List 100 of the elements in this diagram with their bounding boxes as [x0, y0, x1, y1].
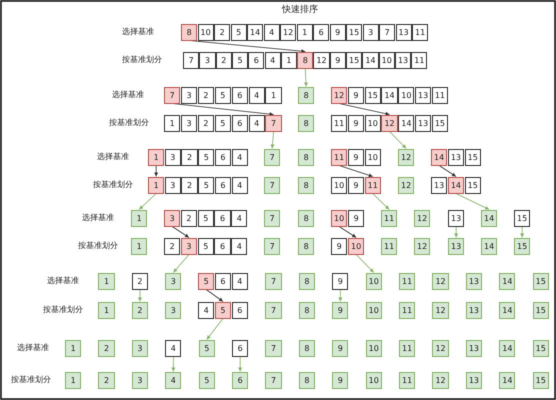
placed-number-box: 2: [98, 340, 115, 356]
placed-number-box: 7: [264, 148, 280, 166]
number-box: 11: [432, 86, 448, 104]
number-box: 10: [364, 148, 381, 166]
number-box: 2: [181, 176, 198, 194]
number-box: 4: [231, 210, 248, 226]
number-box: 9: [348, 176, 364, 194]
number-box: 9: [330, 24, 346, 40]
row-label: 按基准划分: [109, 118, 149, 128]
placed-number-box: 12: [398, 176, 414, 194]
pivot-box: 5: [198, 272, 214, 290]
arrow: [206, 289, 224, 302]
placed-number-box: 10: [366, 340, 382, 356]
number-box: 3: [362, 24, 379, 40]
row-label: 按基准划分: [122, 55, 162, 65]
number-box: 2: [216, 52, 232, 68]
placed-number-box: 8: [298, 340, 316, 356]
arrow: [438, 165, 456, 177]
placed-number-box: 8: [298, 86, 314, 104]
number-box: 14: [362, 52, 379, 68]
number-box: 10: [378, 52, 395, 68]
number-box: 1: [164, 114, 180, 132]
placed-number-box: 15: [532, 272, 549, 290]
number-box: 6: [214, 238, 231, 254]
placed-number-box: 2: [132, 302, 148, 318]
placed-number-box: 7: [264, 176, 280, 194]
number-box: 15: [346, 24, 362, 40]
pivot-box: 8: [297, 52, 314, 68]
number-box: 4: [248, 114, 265, 132]
number-box: 2: [198, 86, 214, 104]
placed-number-box: 7: [265, 272, 282, 290]
arrow: [520, 226, 524, 238]
placed-number-box: 5: [198, 340, 215, 356]
placed-number-box: 12: [414, 210, 430, 226]
number-box: 9: [348, 86, 364, 104]
placed-number-box: 7: [264, 210, 280, 226]
placed-number-box: 2: [98, 372, 115, 388]
row-label: 选择基准: [97, 152, 129, 162]
number-box: 1: [296, 24, 313, 40]
number-box: 9: [348, 210, 364, 226]
number-box: 13: [394, 52, 412, 68]
pivot-box: 10: [331, 210, 348, 226]
number-box: 10: [331, 176, 348, 194]
placed-number-box: 7: [265, 302, 282, 318]
number-box: 4: [232, 148, 248, 166]
placed-number-box: 13: [466, 372, 482, 388]
number-box: 15: [432, 114, 448, 132]
number-box: 3: [164, 148, 181, 166]
row-label: 按基准划分: [78, 241, 118, 251]
placed-number-box: 15: [514, 238, 530, 254]
number-box: 7: [379, 24, 396, 40]
number-box: 4: [198, 302, 214, 318]
number-box: 11: [412, 24, 428, 40]
title: 快速排序: [282, 5, 318, 15]
number-box: 15: [464, 148, 481, 166]
pivot-box: 1: [148, 148, 164, 166]
number-box: 4: [264, 24, 280, 40]
placed-number-box: 6: [232, 372, 248, 388]
number-box: 2: [198, 114, 214, 132]
placed-number-box: 9: [332, 340, 348, 356]
placed-number-box: 14: [499, 272, 516, 290]
placed-number-box: 1: [65, 372, 82, 388]
number-box: 11: [331, 114, 348, 132]
placed-number-box: 8: [298, 302, 316, 318]
row-label: 选择基准: [82, 213, 114, 223]
placed-number-box: 12: [432, 340, 449, 356]
placed-number-box: 10: [366, 372, 382, 388]
arrow: [338, 165, 374, 178]
arrow: [356, 254, 374, 273]
arrow: [389, 131, 407, 149]
placed-number-box: 1: [131, 238, 148, 254]
placed-number-box: 11: [399, 302, 416, 318]
number-box: 9: [330, 52, 346, 68]
placed-number-box: 8: [298, 210, 314, 226]
number-box: 5: [214, 86, 231, 104]
placed-number-box: 8: [298, 372, 316, 388]
row-label: 选择基准: [112, 90, 144, 100]
arrow: [238, 356, 242, 372]
number-box: 9: [332, 272, 348, 290]
arrow: [338, 103, 390, 116]
number-box: 6: [232, 340, 248, 356]
number-box: 5: [198, 238, 214, 254]
number-box: 4: [264, 52, 281, 68]
pivot-box: 10: [348, 238, 364, 254]
pivot-box: 1: [148, 176, 164, 194]
pivot-box: 12: [331, 86, 348, 104]
arrow: [171, 356, 176, 372]
row-label: 选择基准: [122, 27, 154, 37]
number-box: 5: [198, 176, 214, 194]
arrow: [270, 131, 274, 149]
number-box: 2: [181, 148, 198, 166]
pivot-box: 12: [381, 114, 398, 132]
number-box: 14: [398, 114, 414, 132]
placed-number-box: 1: [98, 302, 115, 318]
placed-number-box: 9: [332, 302, 348, 318]
number-box: 9: [348, 148, 364, 166]
placed-number-box: 11: [399, 272, 416, 290]
placed-number-box: 11: [399, 340, 416, 356]
number-box: 6: [232, 114, 248, 132]
number-box: 13: [415, 114, 432, 132]
